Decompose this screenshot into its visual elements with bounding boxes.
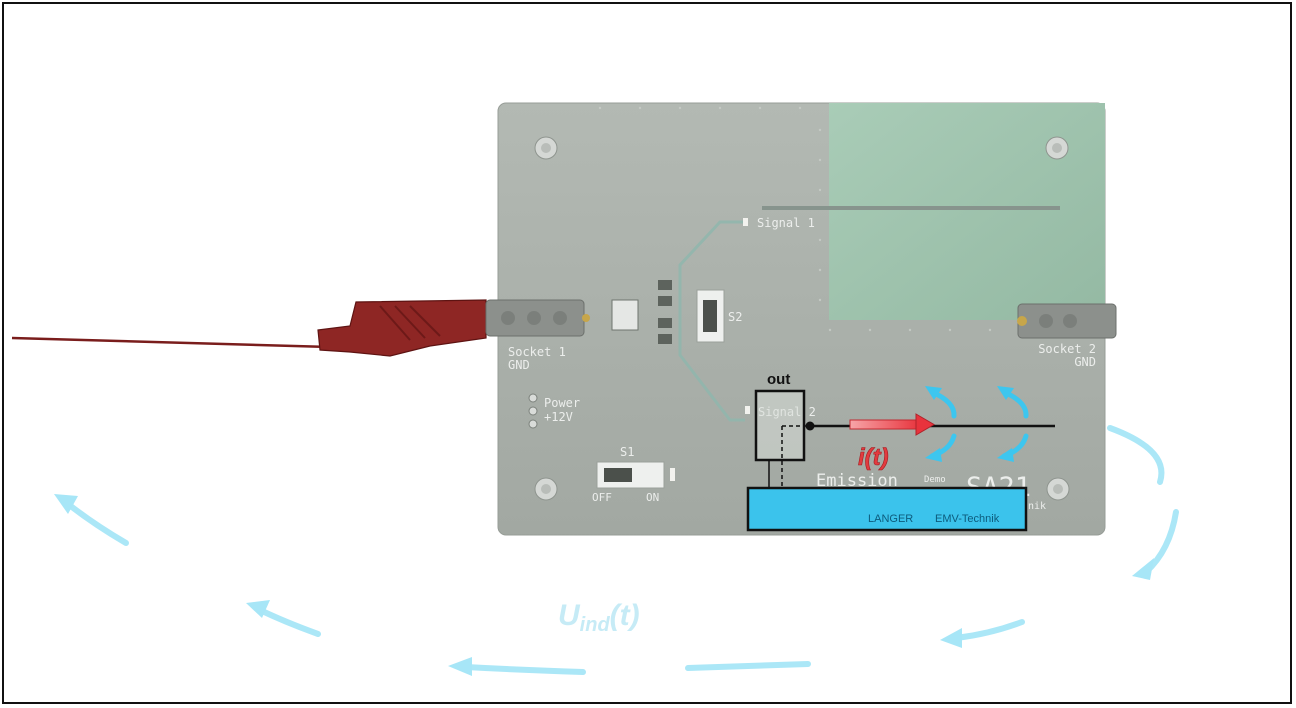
socket1-gnd-label: GND — [508, 358, 530, 372]
socket2-gnd-label: GND — [1074, 355, 1096, 369]
s1-on-label: ON — [646, 491, 659, 504]
signal1-label: Signal 1 — [757, 216, 815, 230]
power-label: Power — [544, 396, 580, 410]
current-label: i(t) — [858, 444, 889, 471]
power-voltage-label: +12V — [544, 410, 573, 424]
demo-label: Demo — [924, 475, 946, 485]
induced-voltage-suffix: (t) — [610, 599, 640, 632]
induced-voltage-label: Uind(t) — [558, 599, 640, 636]
probe-company: EMV-Technik — [935, 513, 1000, 525]
socket2-connector — [1017, 304, 1116, 338]
signal1-led — [743, 218, 748, 226]
socket1-connector — [486, 300, 590, 336]
copper-area — [829, 103, 1105, 320]
conductor-node — [806, 422, 815, 431]
logo-subtext: nik — [1028, 501, 1046, 512]
socket2-label: Socket 2 — [1038, 342, 1096, 356]
induced-voltage-symbol: U — [558, 599, 581, 632]
pcb-board: Signal 1 Signal 2 Socket 1 GND Socket 2 … — [498, 103, 1116, 535]
switch-s2 — [697, 290, 724, 342]
s1-off-label: OFF — [592, 491, 612, 504]
probe-brand: LANGER — [868, 513, 913, 525]
socket1-label: Socket 1 — [508, 345, 566, 359]
switch-s1 — [597, 462, 675, 488]
induced-voltage-subscript: ind — [580, 614, 611, 636]
power-led-icon — [529, 394, 537, 428]
s1-label: S1 — [620, 445, 634, 459]
s2-label: S2 — [728, 310, 742, 324]
banana-cable — [12, 300, 486, 356]
out-label: out — [767, 371, 790, 388]
signal2-led — [745, 406, 750, 414]
